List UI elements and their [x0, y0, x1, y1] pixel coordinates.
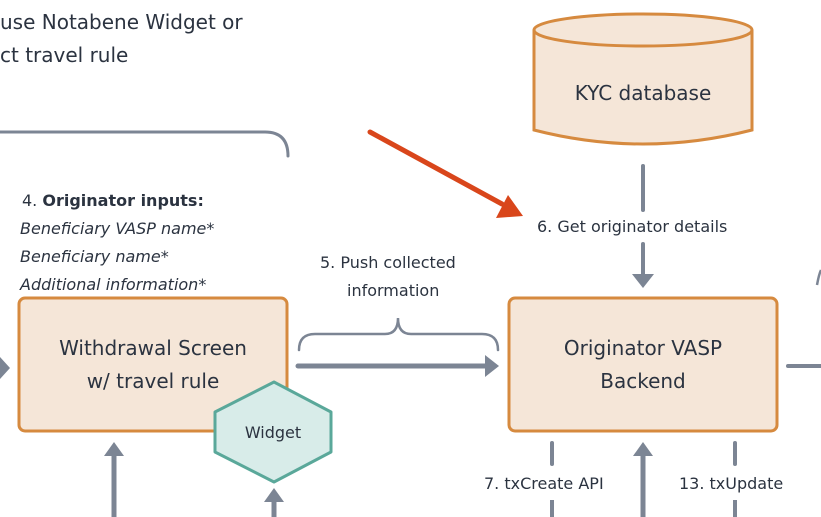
widget-label: Widget: [244, 423, 302, 442]
arrowhead-down-backend: [632, 274, 654, 288]
step7-label: 7. txCreate API: [484, 474, 604, 493]
kyc-database-label: KYC database: [574, 81, 712, 105]
highlight-arrow: [367, 129, 505, 207]
originator-backend-label-line2: Backend: [600, 369, 686, 393]
step4-field: Additional information*: [20, 275, 207, 294]
grouping-bracket: [0, 130, 290, 158]
right-edge-curve: [815, 269, 821, 286]
step4-number: 4.: [22, 191, 38, 210]
step5-label-line2: information: [347, 281, 440, 300]
step4-field: Beneficiary VASP name*: [20, 219, 215, 238]
arrowhead-up-withdrawal: [104, 442, 124, 456]
step4-title: Originator inputs:: [42, 191, 204, 210]
intro-text-line2: ct travel rule: [0, 43, 129, 67]
intro-text-line1: use Notabene Widget or: [0, 10, 243, 34]
step4-field: Beneficiary name*: [20, 247, 169, 266]
arrowhead-into-backend: [485, 355, 499, 377]
withdrawal-screen-label-line1: Withdrawal Screen: [59, 336, 247, 360]
highlight-arrowhead: [496, 195, 523, 218]
arrowhead-up-widget: [264, 488, 284, 502]
step13-label: 13. txUpdate: [679, 474, 784, 493]
withdrawal-screen-label-line2: w/ travel rule: [86, 369, 220, 393]
originator-backend-node[interactable]: [507, 296, 779, 433]
step5-brace: [297, 317, 500, 352]
arrowhead-up-backend: [633, 442, 653, 456]
step4-heading: 4. Originator inputs:: [22, 187, 204, 215]
kyc-database-node[interactable]: [532, 12, 754, 146]
withdrawal-screen-node[interactable]: [17, 296, 289, 433]
arrowhead-into-withdrawal: [0, 357, 10, 379]
widget-node[interactable]: [213, 380, 333, 484]
step5-label-line1: 5. Push collected: [320, 253, 456, 272]
originator-backend-label-line1: Originator VASP: [563, 336, 723, 360]
step6-label: 6. Get originator details: [537, 217, 728, 236]
